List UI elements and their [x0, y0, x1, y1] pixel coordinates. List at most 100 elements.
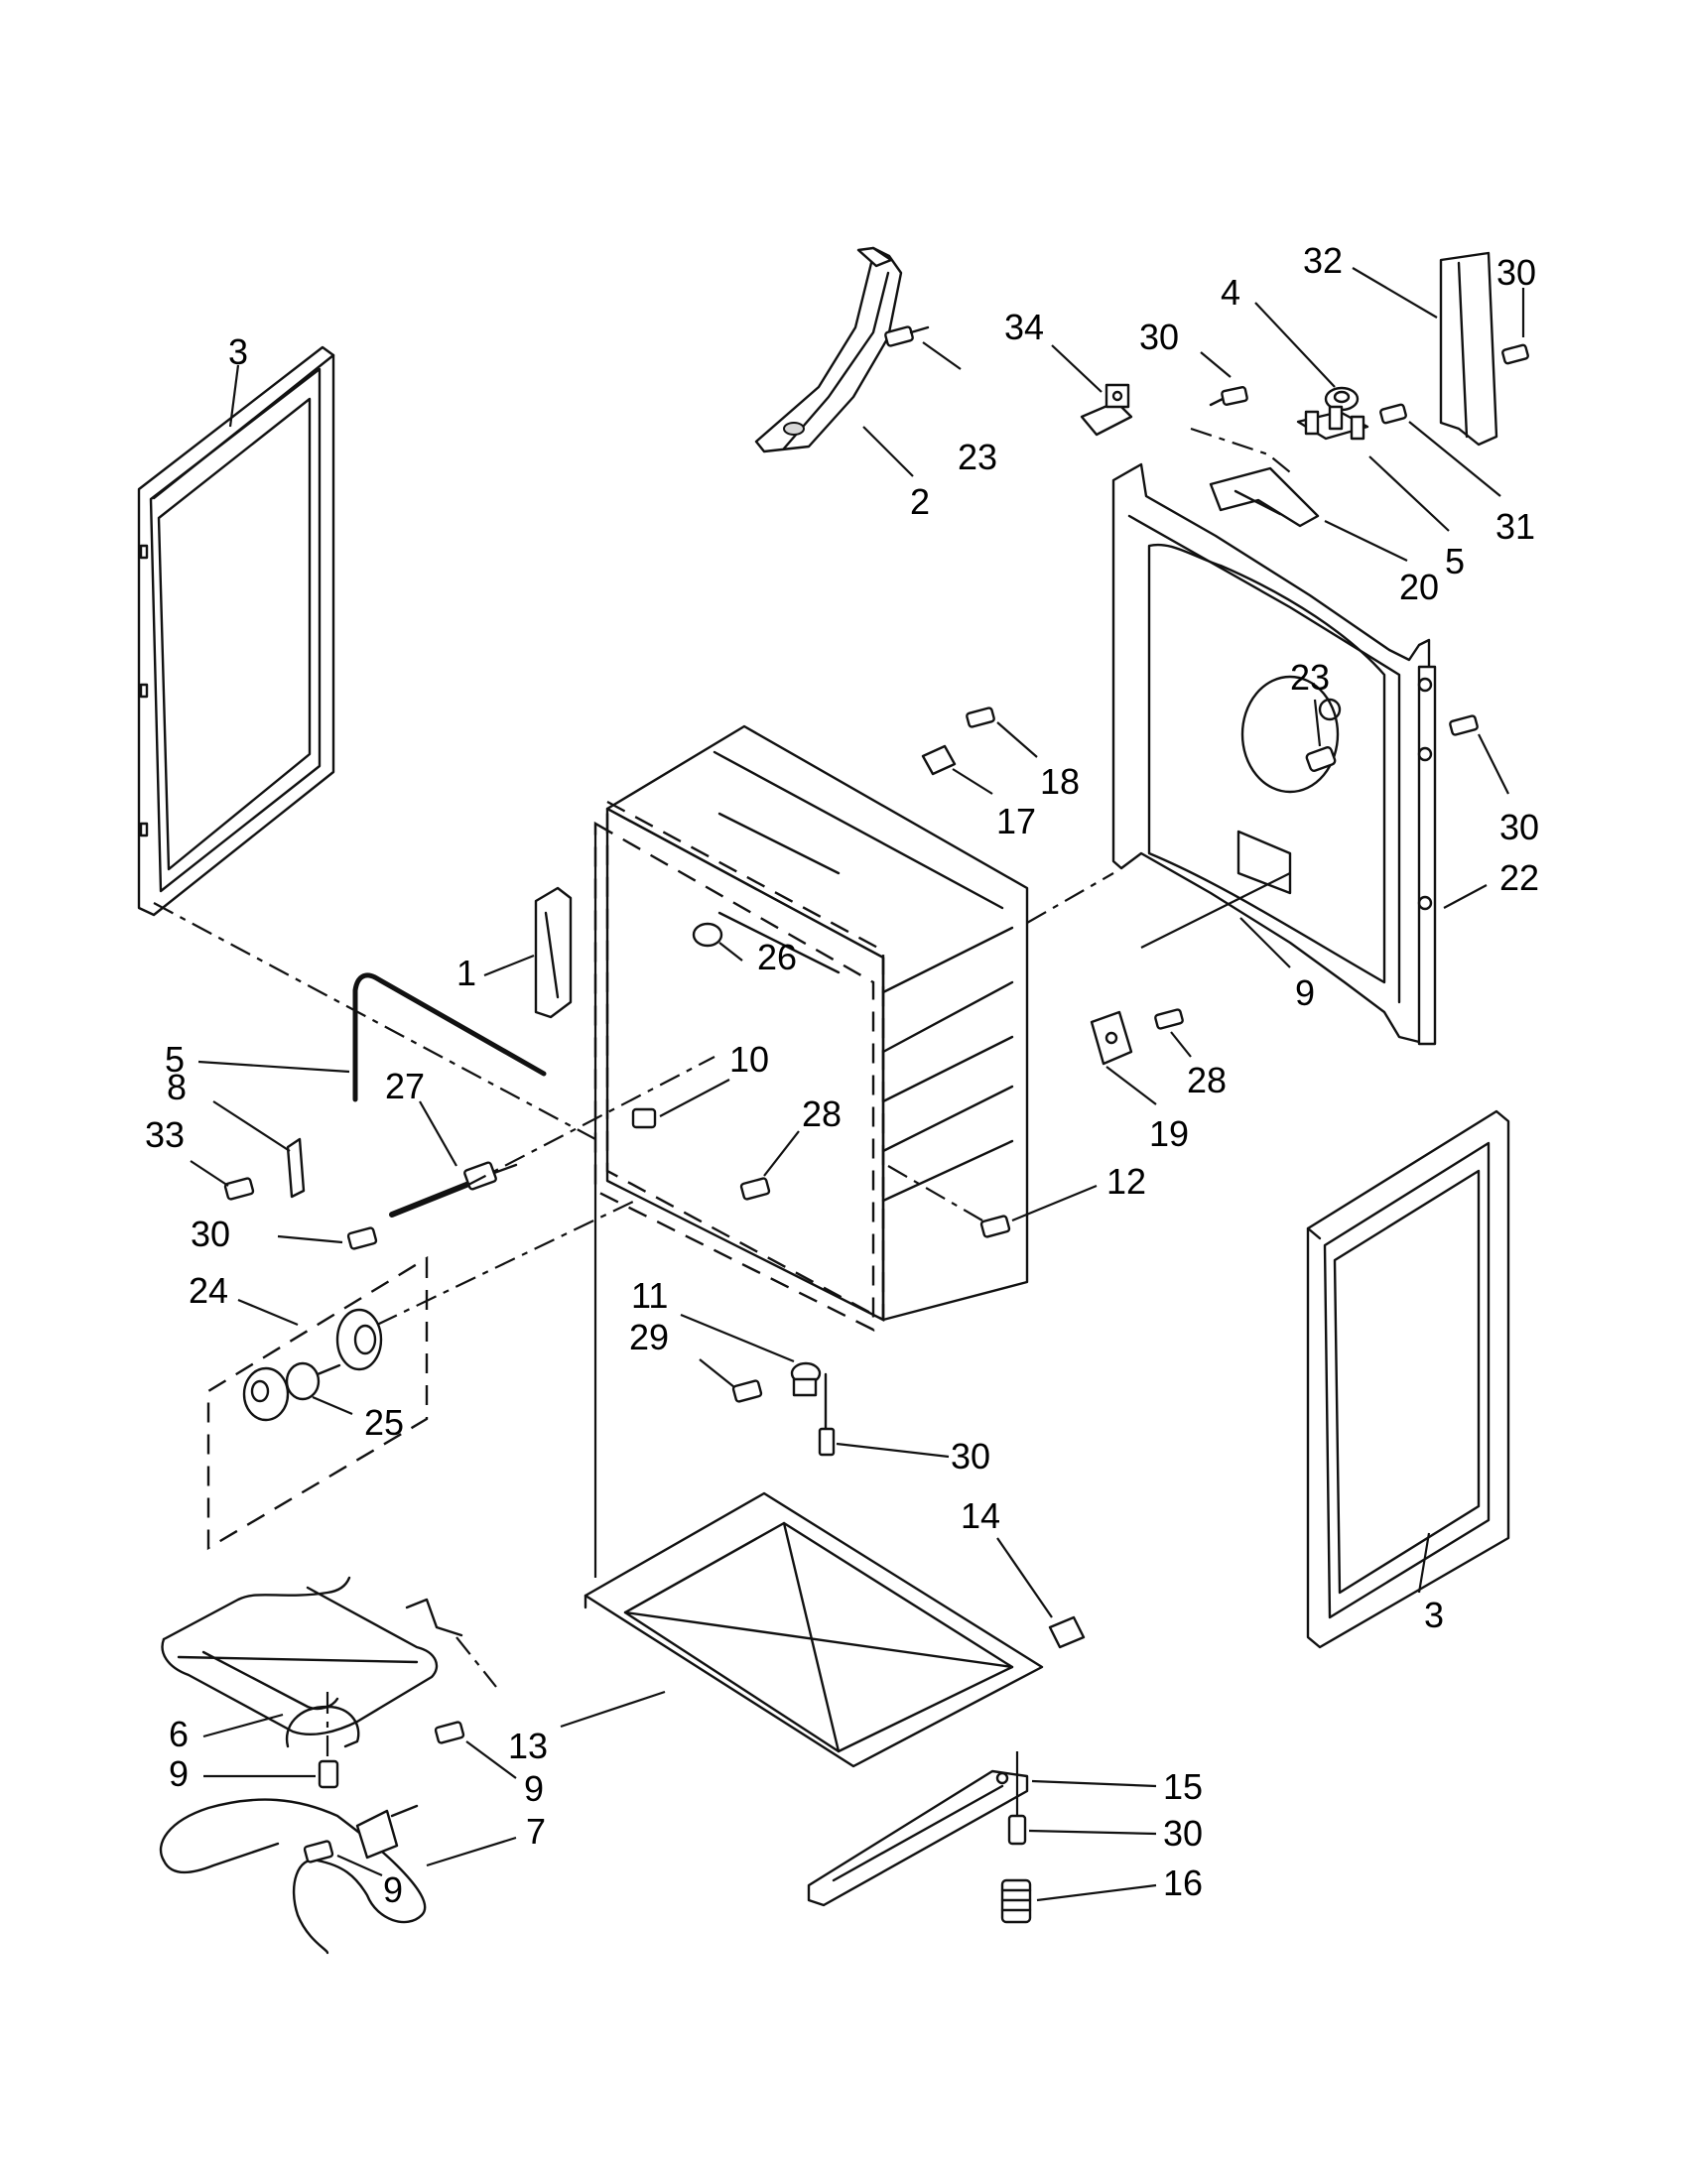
- bake-element-7: [159, 1798, 427, 1955]
- leader-21: [1368, 455, 1450, 532]
- callout-2: 2: [910, 481, 930, 522]
- knob-25: [242, 1308, 383, 1422]
- leader-27: [419, 1100, 457, 1167]
- screw-12: [979, 1215, 1011, 1238]
- dash-link-25: [376, 1200, 636, 1326]
- callout-16: 16: [1163, 1863, 1203, 1903]
- callout-32: 32: [1303, 240, 1343, 281]
- leader-29: [699, 1358, 735, 1388]
- screw-29: [731, 1379, 763, 1403]
- leader-32: [1352, 267, 1438, 319]
- callout-9-a: 9: [169, 1753, 189, 1794]
- leader-30-d: [277, 1234, 343, 1244]
- dash-link-cavity-back: [1026, 872, 1114, 924]
- bracket-part-32: [1439, 251, 1498, 447]
- callout-3-bottom: 3: [1424, 1595, 1444, 1635]
- screw-30-b: [1501, 343, 1529, 365]
- screw-28-right: [1154, 1008, 1184, 1030]
- callout-8: 8: [167, 1067, 187, 1107]
- callout-31: 31: [1495, 506, 1535, 547]
- leader-24: [237, 1298, 299, 1327]
- leader-1: [483, 954, 535, 977]
- leader-14: [996, 1537, 1053, 1618]
- callout-19: 19: [1149, 1113, 1189, 1154]
- callout-6: 6: [169, 1714, 189, 1754]
- screw-30-c: [1449, 714, 1479, 736]
- screw-30-f: [1007, 1814, 1027, 1846]
- leader-11: [680, 1313, 795, 1363]
- leader-7: [426, 1836, 517, 1867]
- cavity-front-frame: [605, 799, 885, 1323]
- callout-22: 22: [1499, 857, 1539, 898]
- leader-8: [212, 1100, 291, 1152]
- callout-23-top: 23: [958, 437, 997, 477]
- callout-29: 29: [629, 1317, 669, 1357]
- floor-pan-13: [584, 1491, 1044, 1768]
- clip-10: [631, 1107, 657, 1129]
- callout-23-mid: 23: [1290, 657, 1330, 698]
- screw-23-top: [884, 325, 930, 347]
- side-panel-right: [1306, 1109, 1510, 1649]
- side-panel-left: [137, 345, 335, 917]
- terminal-block-21: [1296, 405, 1369, 441]
- leader-28-mid: [763, 1130, 800, 1177]
- leader-2: [862, 426, 914, 477]
- leader-4: [1254, 302, 1336, 388]
- bracket-part-15: [807, 1769, 1029, 1907]
- callout-28-mid: 28: [802, 1093, 842, 1134]
- callout-7: 7: [526, 1811, 546, 1852]
- leader-23-mid: [1313, 699, 1322, 747]
- leader-22: [1443, 884, 1488, 909]
- oven-cavity: [605, 724, 1029, 1322]
- bracket-part-1: [534, 886, 573, 1019]
- screw-33: [223, 1177, 255, 1201]
- screw-31: [1379, 403, 1407, 425]
- callout-34: 34: [1004, 307, 1044, 347]
- leader-3-bottom: [1417, 1532, 1431, 1594]
- leader-5: [197, 1060, 350, 1074]
- callout-18: 18: [1040, 761, 1080, 802]
- bracket-part-20: [1209, 466, 1320, 528]
- callout-4: 4: [1221, 272, 1240, 313]
- callout-30-a: 30: [1139, 317, 1179, 357]
- screw-9-b: [434, 1721, 465, 1744]
- knob-kit-outline-24: [206, 1255, 429, 1551]
- screw-9-c: [303, 1840, 334, 1863]
- callout-13: 13: [508, 1726, 548, 1766]
- callout-24: 24: [189, 1270, 228, 1311]
- callout-30-c: 30: [1499, 807, 1539, 847]
- leader-18: [996, 721, 1038, 758]
- leader-30-a: [1200, 351, 1232, 378]
- screw-30-a: [1209, 386, 1248, 407]
- callout-20: 20: [1399, 567, 1439, 607]
- leader-9-c: [336, 1854, 383, 1877]
- callout-30-b: 30: [1496, 252, 1536, 293]
- leader-9-b: [465, 1740, 517, 1779]
- leader-31: [1408, 421, 1501, 497]
- bracket-part-2: [754, 246, 903, 453]
- clip-14: [1048, 1615, 1086, 1649]
- leader-26: [718, 942, 743, 962]
- callout-30-f: 30: [1163, 1813, 1203, 1854]
- cavity-rear-frame: [593, 821, 875, 1332]
- leader-34: [1051, 344, 1103, 393]
- leader-30-f: [1028, 1829, 1157, 1836]
- callout-30-d: 30: [191, 1214, 230, 1254]
- leader-33: [190, 1160, 229, 1187]
- clip-17: [921, 744, 957, 776]
- callout-25: 25: [364, 1402, 404, 1443]
- callout-33: 33: [145, 1114, 185, 1155]
- nut-part-4: [1324, 386, 1360, 412]
- dash-link-top: [1190, 427, 1296, 477]
- leader-3-top: [228, 364, 240, 428]
- plug-23-mid: [1305, 746, 1337, 772]
- leader-12: [1011, 1184, 1098, 1222]
- leader-28-right: [1170, 1031, 1192, 1058]
- broil-element-6: [161, 1576, 463, 1748]
- leader-13: [560, 1690, 666, 1729]
- callout-27: 27: [385, 1066, 425, 1106]
- callout-3-top: 3: [228, 331, 248, 372]
- callout-21: 5: [1445, 541, 1465, 581]
- callout-9-c: 9: [383, 1869, 403, 1910]
